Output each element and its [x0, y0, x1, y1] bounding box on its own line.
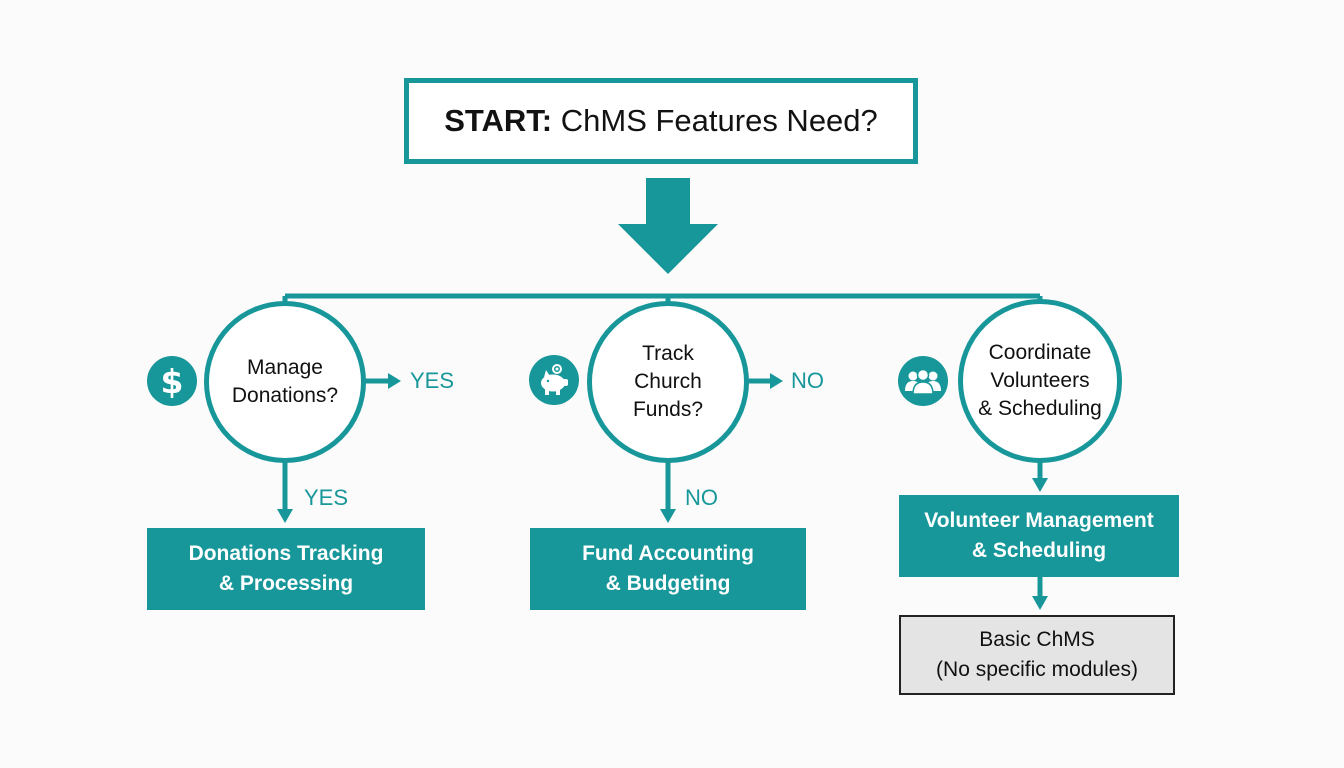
result-text-line: & Budgeting	[605, 572, 731, 595]
result-text-line: & Scheduling	[971, 539, 1107, 562]
decision-text-line: Track	[642, 342, 694, 365]
down-arrow-3	[1032, 460, 1048, 492]
result-fund-accounting: Fund Accounting & Budgeting	[530, 528, 806, 610]
down-answer-donations: YES	[304, 485, 349, 510]
decision-text-line: Funds?	[632, 398, 704, 421]
side-answer-funds: NO	[791, 368, 824, 393]
decision-manage-donations: Manage Donations?	[204, 301, 366, 463]
people-group-svg	[905, 368, 941, 395]
no-down-arrow-2	[660, 460, 676, 523]
main-down-arrow	[618, 178, 718, 274]
yes-side-arrow-1	[362, 373, 401, 389]
result-text-line: Donations Tracking	[188, 542, 384, 565]
people-group-icon	[898, 356, 948, 406]
down-answer-funds: NO	[685, 485, 718, 510]
decision-text-line: & Scheduling	[978, 397, 1102, 420]
piggy-bank-icon	[529, 355, 579, 405]
result-text-line: Volunteer Management	[924, 509, 1154, 532]
basic-chms-box: Basic ChMS (No specific modules)	[899, 615, 1175, 695]
start-label-bold: START:	[444, 103, 553, 138]
decision-text-line: Volunteers	[990, 369, 1090, 392]
side-answer-donations: YES	[410, 368, 455, 393]
down-arrow-to-basic	[1032, 577, 1048, 610]
basic-text-line: (No specific modules)	[936, 658, 1138, 681]
decision-text-line: Coordinate	[988, 341, 1092, 364]
decision-coordinate-volunteers: Coordinate Volunteers & Scheduling	[958, 299, 1122, 463]
decision-text-line: Donations?	[231, 384, 339, 407]
decision-text-line: Church	[634, 370, 702, 393]
dollar-icon: $	[147, 356, 197, 406]
result-text-line: Fund Accounting	[582, 542, 754, 565]
result-volunteer-management: Volunteer Management & Scheduling	[899, 495, 1179, 577]
result-donations-tracking: Donations Tracking & Processing	[147, 528, 425, 610]
decision-text-line: Manage	[247, 356, 323, 379]
result-text-line: & Processing	[218, 572, 354, 595]
piggy-bank-svg	[541, 364, 568, 395]
yes-down-arrow-1	[277, 460, 293, 523]
basic-text-line: Basic ChMS	[979, 628, 1095, 651]
dollar-icon-glyph: $	[160, 361, 184, 401]
start-label-rest: ChMS Features Need?	[552, 103, 878, 138]
no-side-arrow-2	[747, 373, 783, 389]
decision-track-church-funds: Track Church Funds?	[587, 301, 749, 463]
start-node: START: ChMS Features Need?	[404, 78, 918, 164]
